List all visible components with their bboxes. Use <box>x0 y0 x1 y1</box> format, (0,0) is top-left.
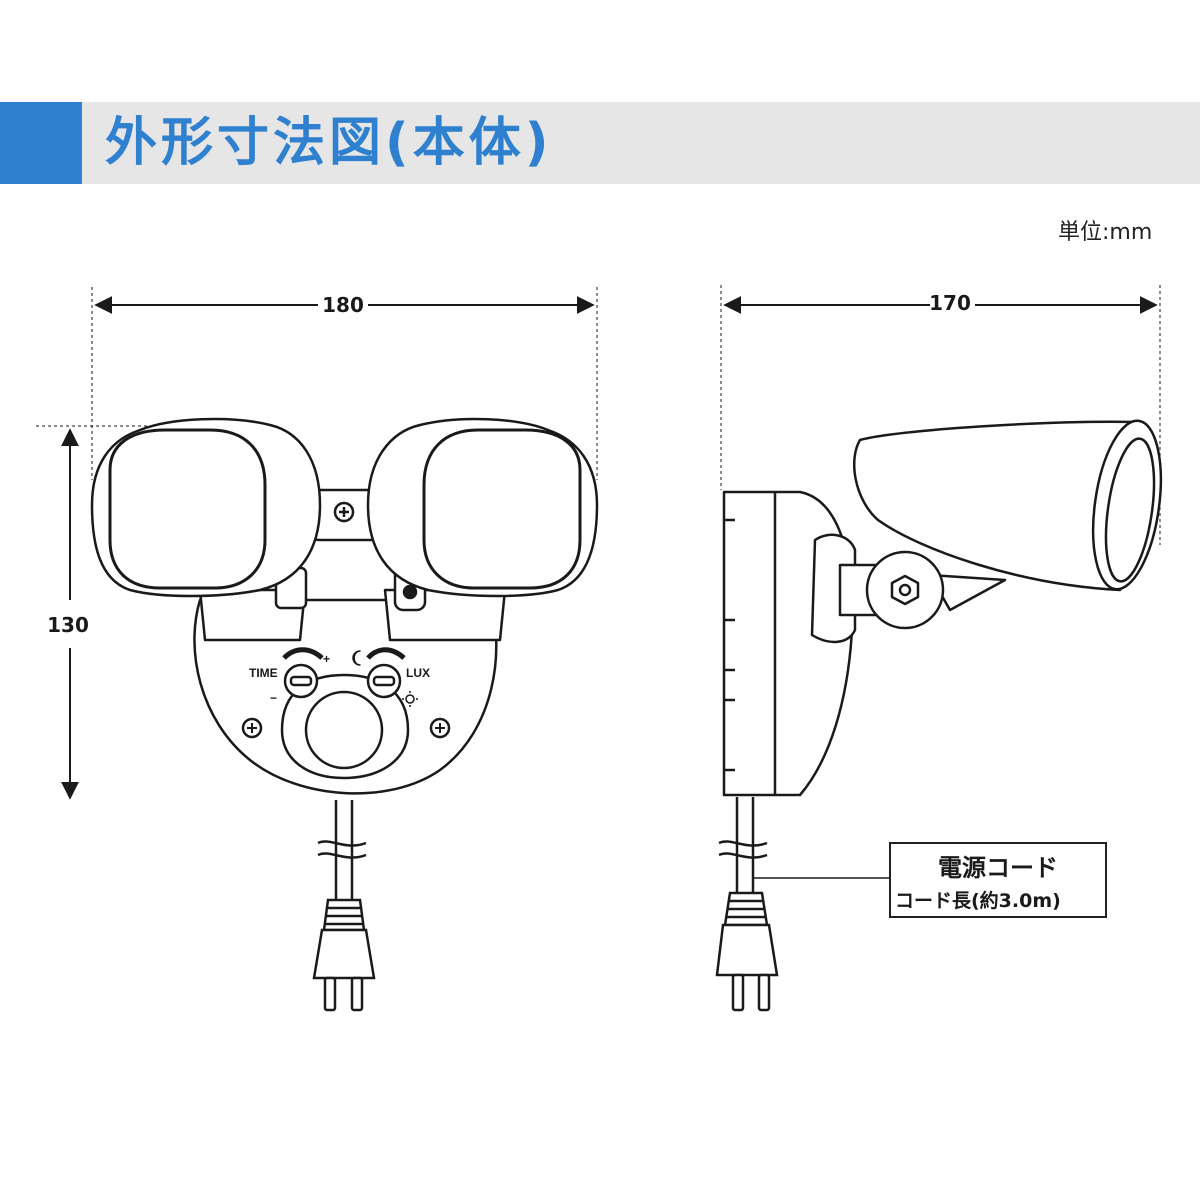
power-cord-callout: 電源コード コード長(約3.0m) <box>889 842 1107 918</box>
front-dimension-lines <box>36 287 598 800</box>
unit-label: 単位:mm <box>1058 220 1153 245</box>
lux-label: LUX <box>406 666 430 680</box>
minus-sign: − <box>270 691 277 705</box>
side-dimension-lines <box>720 285 1161 545</box>
side-view <box>722 419 1163 797</box>
front-width-label: 180 <box>322 293 364 317</box>
page-title: 外形寸法図(本体) <box>105 113 553 173</box>
plus-sign: + <box>323 652 330 666</box>
front-height-label: 130 <box>47 613 89 637</box>
side-depth-label: 170 <box>929 291 971 315</box>
front-cord <box>312 800 376 1012</box>
header-accent-bar <box>0 102 82 184</box>
header-band <box>0 102 1200 184</box>
callout-title: 電源コード <box>938 854 1058 882</box>
callout-subtitle: コード長(約3.0m) <box>895 890 1061 912</box>
time-label: TIME <box>249 666 278 680</box>
front-view <box>90 417 599 795</box>
side-cord <box>715 797 889 1012</box>
